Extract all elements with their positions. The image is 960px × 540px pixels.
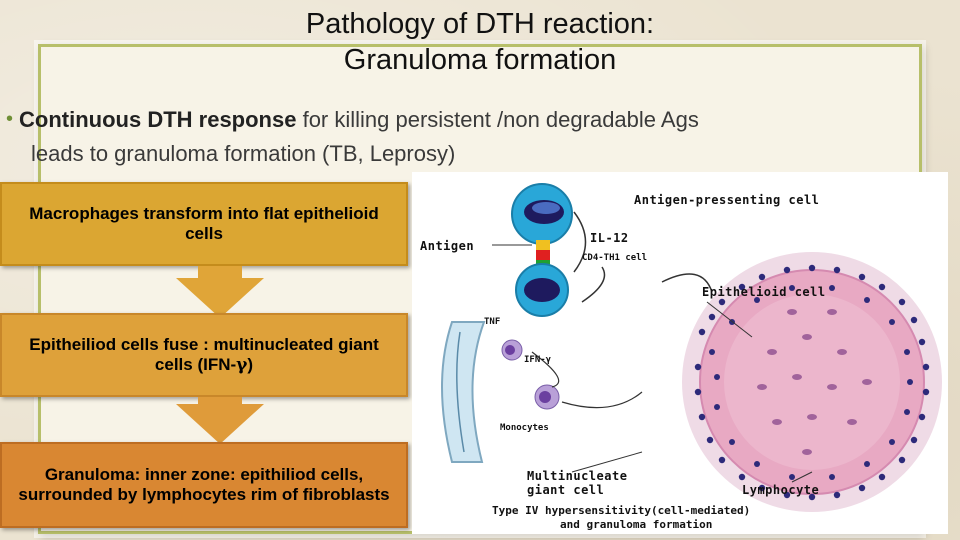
label-il12: IL-12: [590, 231, 629, 245]
label-lymphocyte: Lymphocyte: [742, 483, 819, 497]
flow-step-3: Granuloma: inner zone: epithiliod cells,…: [0, 442, 408, 528]
flow-step-1: Macrophages transform into flat epitheli…: [0, 182, 408, 266]
flow-step-2: Epitheiliod cells fuse : multinucleated …: [0, 313, 408, 397]
label-multinucleate-2: giant cell: [527, 483, 604, 497]
label-antigen: Antigen: [420, 239, 474, 253]
label-multinucleate-1: Multinucleate: [527, 469, 627, 483]
bullet-dot-icon: •: [6, 108, 14, 130]
title-line-1: Pathology of DTH reaction:: [305, 8, 655, 40]
flow-step-3-text: Granuloma: inner zone: epithiliod cells,…: [18, 465, 390, 504]
bullet-text-line2: leads to granuloma formation (TB, Lepros…: [31, 141, 456, 166]
label-ifn: IFN-γ: [524, 355, 552, 365]
label-th1: CD4-TH1 cell: [582, 253, 647, 263]
blood-vessel-wall: [441, 321, 486, 463]
dth-granuloma-illustration: Antigen-pressenting cell Antigen IL-12 C…: [412, 172, 948, 534]
label-apc: Antigen-pressenting cell: [634, 193, 819, 207]
granuloma-icon: [682, 252, 942, 512]
figure-caption-line-2: and granuloma formation: [560, 518, 712, 531]
flow-step-2-text: Epitheiliod cells fuse : multinucleated …: [29, 335, 379, 375]
flow-arrow-1-stem: [198, 266, 242, 280]
label-epithelioid: Epithelioid cell: [702, 285, 826, 299]
monocyte-icon: [501, 339, 560, 410]
slide-title: Pathology of DTH reaction: Granuloma for…: [200, 6, 760, 78]
bullet-text: for killing persistent /non degradable A…: [296, 107, 699, 132]
flow-arrow-2-icon: [176, 404, 264, 444]
label-tnf: TNF: [484, 317, 500, 327]
figure-caption-line-1: Type IV hypersensitivity(cell-mediated): [492, 504, 750, 517]
bullet-bold-text: Continuous DTH response: [19, 107, 297, 132]
flow-step-1-text: Macrophages transform into flat epitheli…: [29, 204, 379, 243]
flow-arrow-1-icon: [176, 278, 264, 318]
title-line-2: Granuloma formation: [343, 44, 617, 76]
bullet-point: •Continuous DTH response for killing per…: [6, 102, 926, 171]
antigen-presenting-cell-icon: [511, 183, 573, 245]
antigen-icon: [536, 240, 550, 252]
label-monocytes: Monocytes: [500, 423, 549, 433]
th1-cell-icon: [515, 263, 569, 317]
